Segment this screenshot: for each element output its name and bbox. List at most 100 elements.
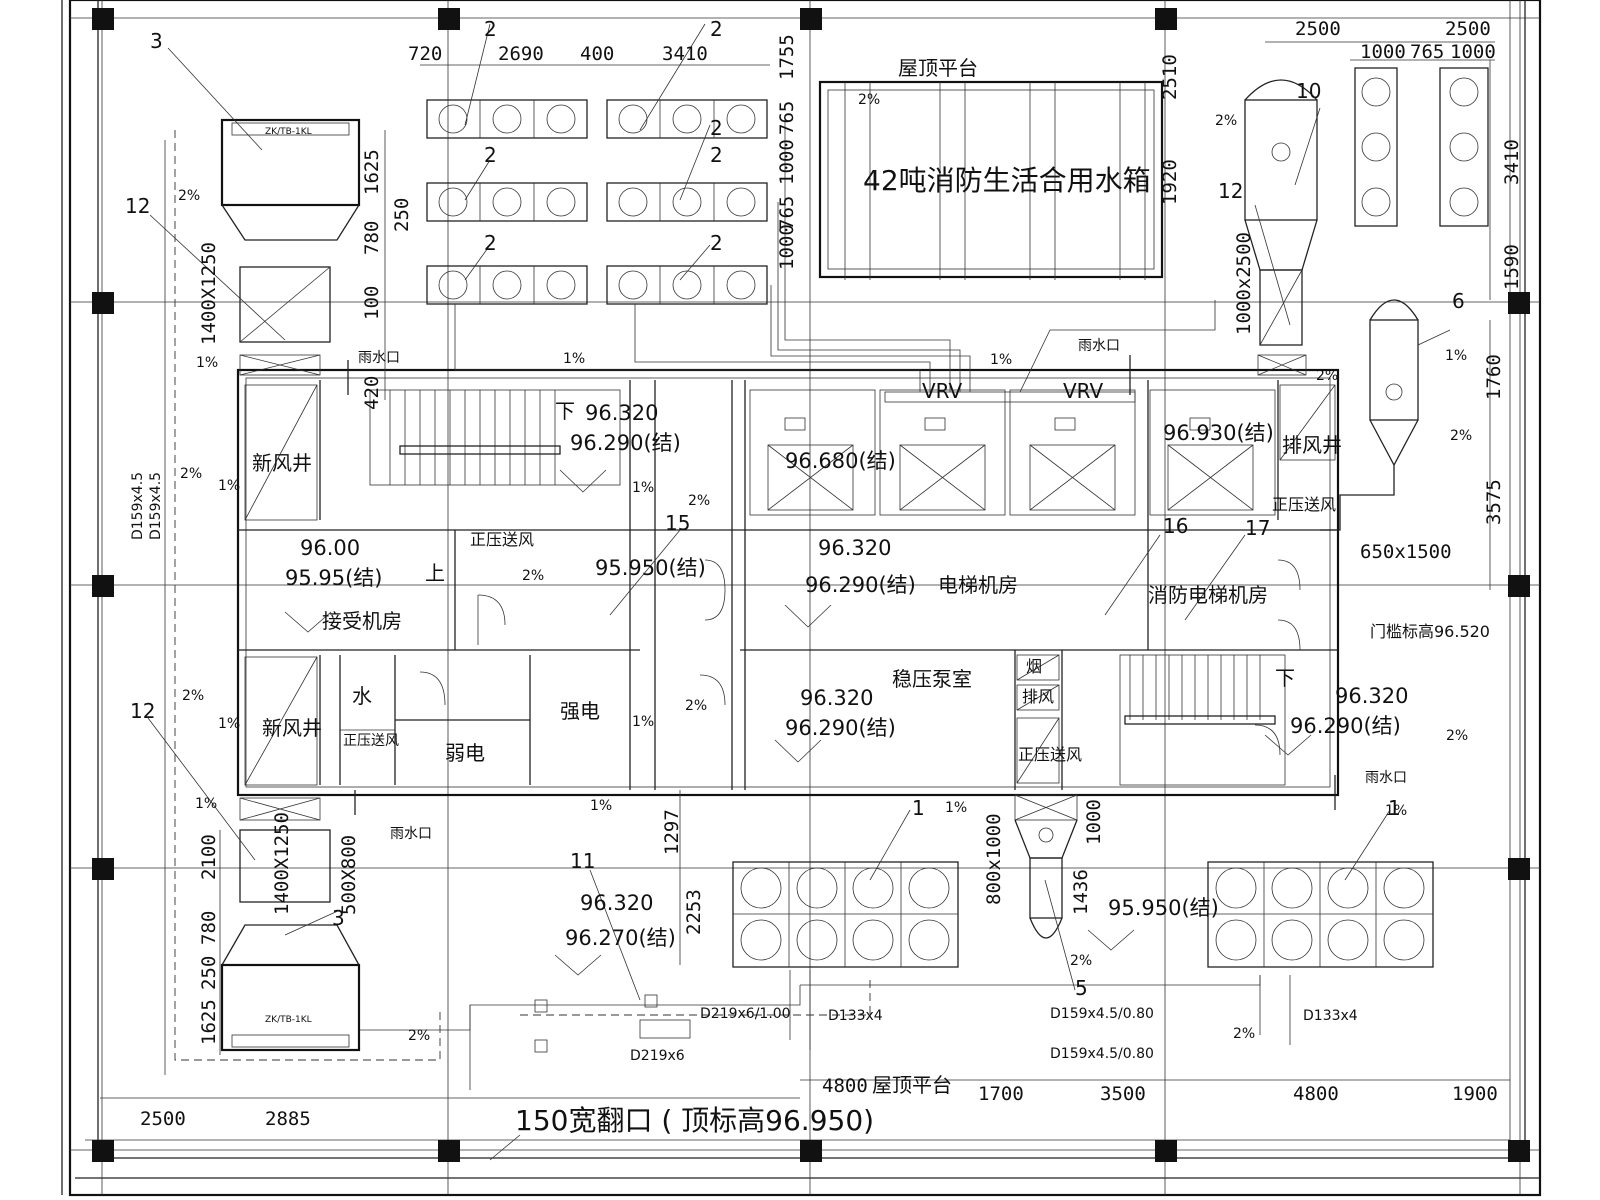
level-stair-r-2: 96.290(结) (1290, 714, 1401, 738)
slope-label: 1% (195, 796, 217, 812)
condenser-bank-right (1207, 861, 1434, 968)
label-pipe-1: D159x4.5 (130, 472, 146, 540)
slope-label: 2% (178, 188, 200, 204)
structural-columns (92, 8, 1530, 1162)
dim-label: 780 (198, 911, 220, 945)
vrv-outdoor-units (426, 99, 768, 305)
ahu-bottom-left (220, 797, 361, 1052)
dim-label: 1000 (1083, 799, 1105, 845)
label-pipe-2: D159x4.5 (148, 472, 164, 540)
level-pump-2: 96.290(结) (785, 716, 896, 740)
level-pump-1: 96.320 (800, 686, 873, 710)
room-fresh-air-shaft-2: 新风井 (262, 716, 322, 740)
tag-number: 12 (125, 194, 150, 218)
tag-number: 2 (484, 231, 497, 255)
room-elevator: 电梯机房 (938, 573, 1018, 597)
dim-label: 4800 (1293, 1083, 1339, 1105)
dim-label: 2510 (1159, 54, 1181, 100)
room-roof-platform-top: 屋顶平台 (898, 56, 978, 80)
label-pos-pressure-1: 正压送风 (470, 530, 534, 549)
dim-label: 720 (408, 43, 442, 65)
slope-label: 1% (563, 351, 585, 367)
label-down-2: 下 (1275, 666, 1295, 690)
fan-rack-right (1354, 67, 1489, 227)
elevator-shafts (749, 389, 1276, 516)
label-vrv-1: VRV (922, 379, 962, 403)
label-pipe-3: D219x6/1.00 (700, 1006, 791, 1022)
room-roof-platform-bottom: 屋顶平台 (872, 1073, 952, 1097)
dim-label: 4800 (822, 1075, 868, 1097)
level-stair-top-1: 96.320 (585, 401, 658, 425)
dim-label: 780 (361, 221, 383, 255)
room-strong-power: 强电 (560, 699, 600, 723)
slope-label: 2% (180, 466, 202, 482)
leader-lines (147, 23, 1451, 1161)
room-fire-elevator: 消防电梯机房 (1148, 583, 1268, 607)
slope-label: 2% (1446, 728, 1468, 744)
dim-label: 1700 (978, 1083, 1024, 1105)
doors (419, 559, 1301, 756)
dim-label: 2500 (1295, 18, 1341, 40)
level-stair-r-1: 96.320 (1335, 684, 1408, 708)
label-rain-1: 雨水口 (358, 350, 400, 366)
dim-label: 420 (361, 376, 383, 410)
tag-number: 11 (570, 849, 595, 873)
dim-label: 650x1500 (1360, 541, 1452, 563)
refrigerant-pipes (454, 119, 1216, 403)
slope-label: 2% (522, 568, 544, 584)
label-unit-tag-top: ZK/TB-1KL (265, 127, 312, 137)
label-pos-pressure-3: 正压送风 (1018, 745, 1082, 764)
dim-label: 1920 (1159, 159, 1181, 205)
slope-label: 2% (182, 688, 204, 704)
water-tank (818, 80, 1164, 280)
tag-number: 2 (710, 17, 723, 41)
label-unit-tag-bottom: ZK/TB-1KL (265, 1015, 312, 1025)
chilled-water-piping (164, 130, 1291, 1090)
label-pipe-4: D219x6 (630, 1048, 685, 1064)
dim-label: 1400X1250 (271, 812, 293, 915)
room-pressure-pump: 稳压泵室 (892, 667, 972, 691)
tag-number: 12 (130, 699, 155, 723)
label-exhaust: 排风 (1022, 687, 1054, 706)
label-rain-2: 雨水口 (1078, 338, 1120, 354)
exhaust-fan-bottom (1014, 794, 1078, 939)
dim-label: 1000 (776, 224, 798, 270)
label-up: 上 (425, 561, 445, 585)
room-exhaust-shaft: 排风井 (1282, 433, 1342, 457)
tag-number: 2 (484, 143, 497, 167)
slope-label: 1% (218, 478, 240, 494)
room-water-tank: 42吨消防生活合用水箱 (863, 164, 1151, 197)
level-recv-2: 95.95(结) (285, 566, 383, 590)
label-pipe-6: D133x4 (1303, 1008, 1358, 1024)
equipment-tags: 3 12 12 3 2 2 2 2 2 2 2 10 12 6 15 16 17… (125, 17, 1465, 1000)
dim-label: 1000 (776, 139, 798, 185)
slope-label: 1% (590, 798, 612, 814)
tag-number: 16 (1163, 514, 1188, 538)
building-core-walls (236, 368, 1340, 797)
dim-label: 1400X1250 (198, 242, 220, 345)
dim-label: 765 (1410, 41, 1444, 63)
dim-label: 1436 (1070, 869, 1092, 915)
level-bottom-2: 96.270(结) (565, 926, 676, 950)
dim-label: 3500 (1100, 1083, 1146, 1105)
tag-number: 12 (1218, 179, 1243, 203)
level-shaft-a: 96.680(结) (785, 449, 896, 473)
slope-label: 2% (858, 92, 880, 108)
dim-label: 100 (361, 286, 383, 320)
slope-label: 1% (1445, 348, 1467, 364)
slope-label: 1% (196, 355, 218, 371)
dim-label: 2500 (1445, 18, 1491, 40)
slope-label: 2% (688, 493, 710, 509)
level-elev-2: 96.290(结) (805, 573, 916, 597)
label-smoke: 烟 (1026, 657, 1042, 676)
dim-label: 400 (580, 43, 614, 65)
tag-number: 6 (1452, 289, 1465, 313)
slope-label: 2% (685, 698, 707, 714)
dim-label: 800x1000 (983, 813, 1005, 905)
slope-label: 1% (990, 352, 1012, 368)
level-markers (284, 469, 1312, 976)
tag-number: 2 (710, 231, 723, 255)
dim-label: 2100 (198, 834, 220, 880)
dim-label: 1900 (1452, 1083, 1498, 1105)
